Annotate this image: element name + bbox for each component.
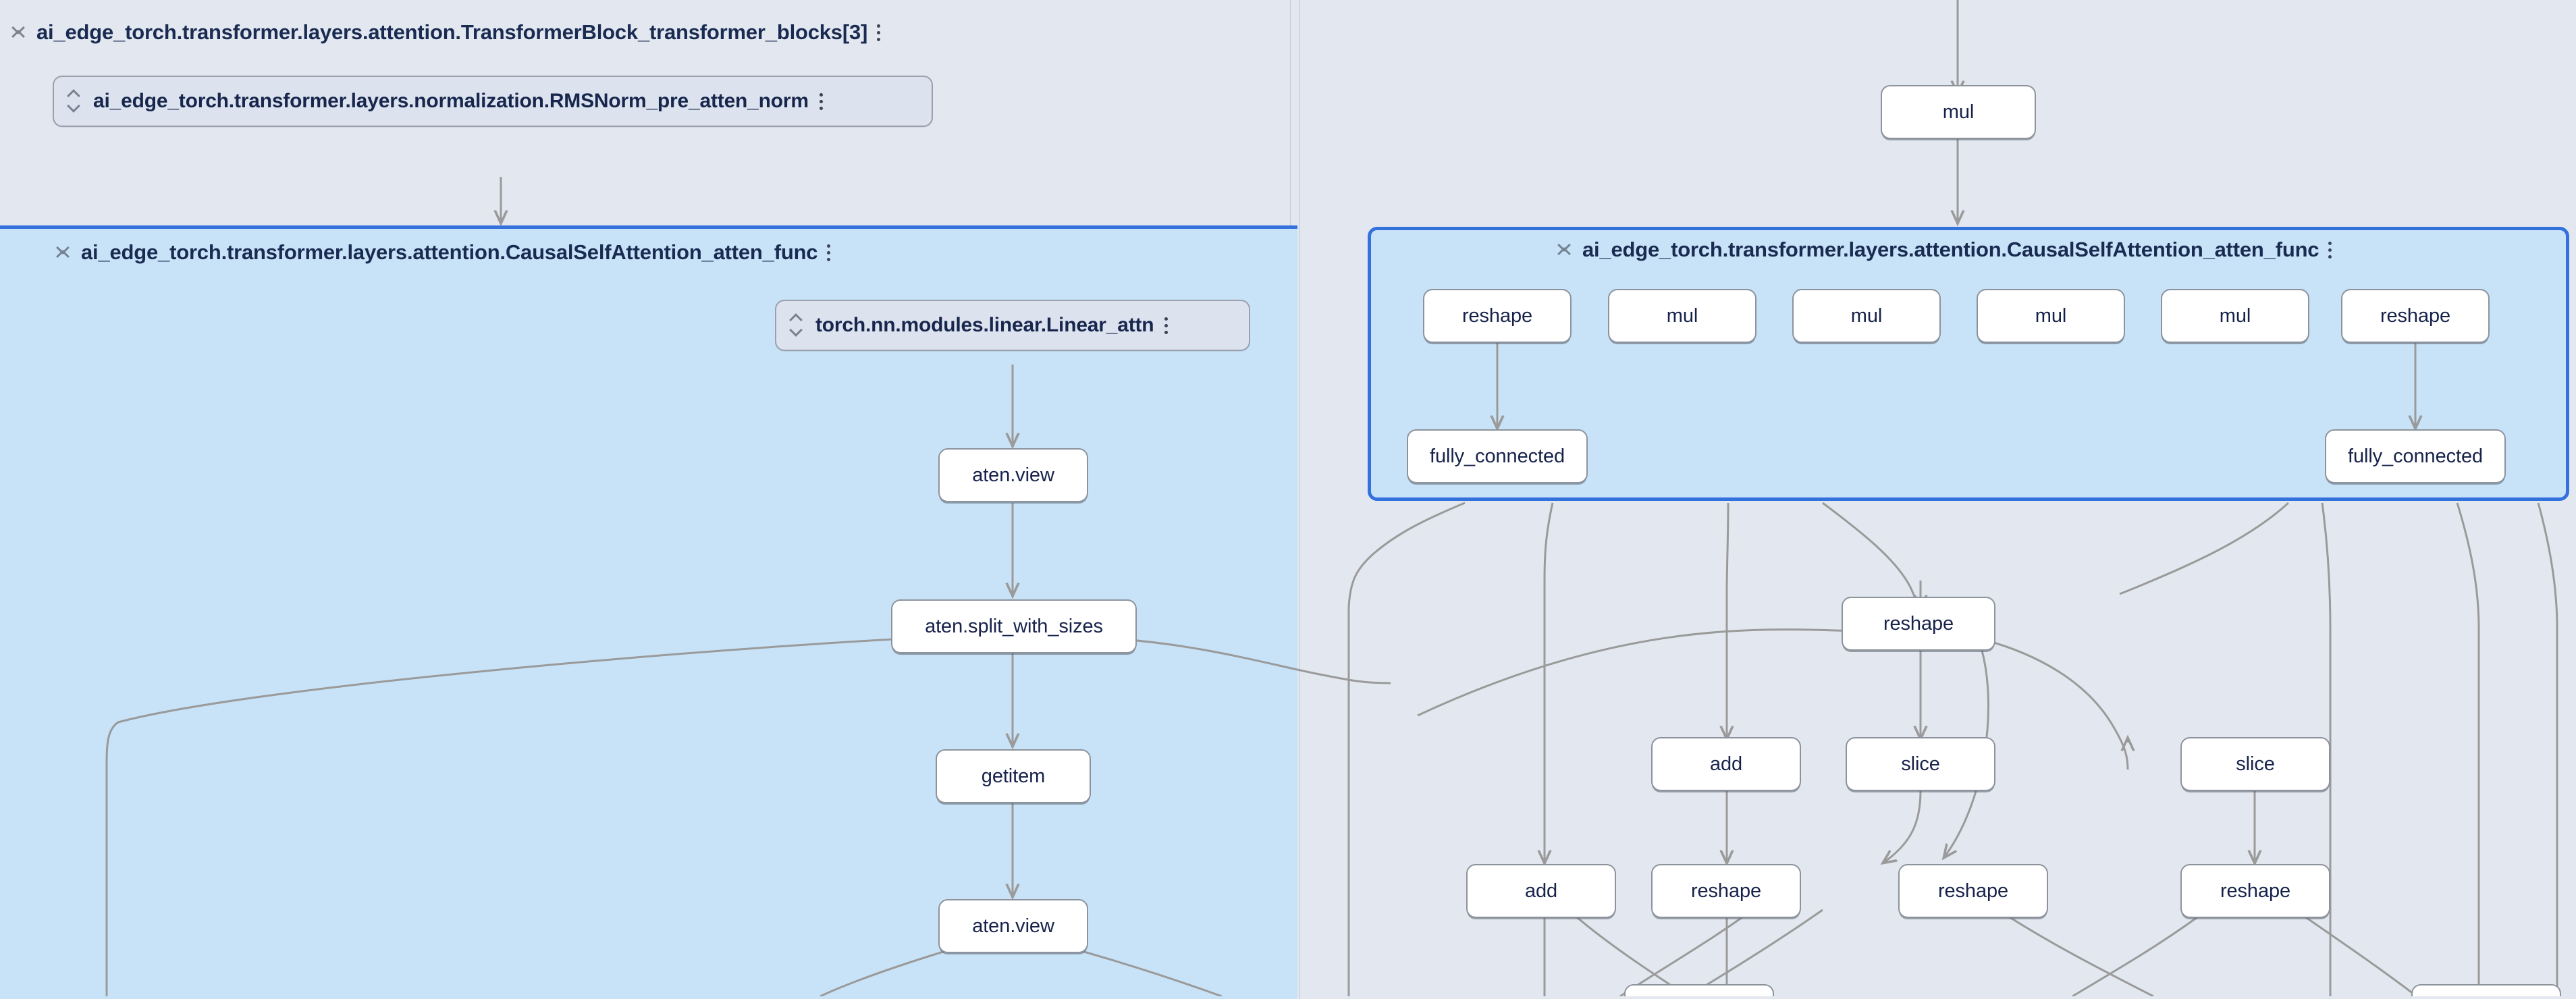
group-header-causal-self-attention-left[interactable]: ai_edge_torch.transformer.layers.attenti… bbox=[57, 240, 834, 265]
op-label: mul bbox=[2219, 304, 2251, 327]
op-label: getitem bbox=[981, 765, 1046, 787]
op-node-reshape[interactable]: reshape bbox=[2180, 864, 2330, 918]
op-label: mul bbox=[1942, 101, 1975, 123]
op-label: fully_connected bbox=[1429, 445, 1565, 467]
op-node-reshape[interactable]: reshape bbox=[2341, 289, 2490, 343]
op-label: mul bbox=[1850, 304, 1883, 327]
collapse-icon[interactable] bbox=[1558, 240, 1573, 260]
more-vertical-icon[interactable] bbox=[819, 90, 826, 112]
module-node-rmsnorm[interactable]: ai_edge_torch.transformer.layers.normali… bbox=[53, 76, 933, 127]
op-label: mul bbox=[2035, 304, 2067, 327]
op-node-add[interactable]: add bbox=[1466, 864, 1616, 918]
op-label: aten.view bbox=[972, 915, 1054, 937]
op-label: reshape bbox=[1461, 304, 1533, 327]
op-node-mul[interactable]: mul bbox=[2161, 289, 2309, 343]
op-node-slice[interactable]: slice bbox=[2180, 737, 2330, 791]
expand-icon[interactable] bbox=[790, 315, 805, 335]
op-node-aten-view[interactable]: aten.view bbox=[938, 448, 1088, 502]
op-label: reshape bbox=[2380, 304, 2451, 327]
op-label: reshape bbox=[2220, 880, 2291, 902]
group-label-transformer-block: ai_edge_torch.transformer.layers.attenti… bbox=[36, 20, 868, 44]
op-node-add[interactable]: add bbox=[1651, 737, 1801, 791]
op-node-reshape[interactable]: reshape bbox=[1423, 289, 1572, 343]
op-label: aten.view bbox=[972, 464, 1054, 486]
op-node-mul[interactable]: mul bbox=[1792, 289, 1941, 343]
op-node-aten-split-with-sizes[interactable]: aten.split_with_sizes bbox=[891, 599, 1137, 653]
collapse-icon[interactable] bbox=[57, 242, 72, 263]
op-node-fully-connected[interactable]: fully_connected bbox=[2325, 429, 2506, 483]
group-header-transformer-block[interactable]: ai_edge_torch.transformer.layers.attenti… bbox=[12, 20, 884, 45]
more-vertical-icon[interactable] bbox=[2328, 239, 2335, 261]
op-node-reshape[interactable]: reshape bbox=[1842, 597, 1995, 651]
more-vertical-icon[interactable] bbox=[1164, 315, 1171, 336]
op-node-aten-view[interactable]: aten.view bbox=[938, 899, 1088, 953]
group-header-causal-self-attention-right[interactable]: ai_edge_torch.transformer.layers.attenti… bbox=[1558, 238, 2335, 262]
op-node-reshape[interactable]: reshape bbox=[1651, 864, 1801, 918]
group-label-causal-self-attention-right: ai_edge_torch.transformer.layers.attenti… bbox=[1582, 238, 2319, 261]
op-node-partial[interactable] bbox=[2411, 984, 2561, 996]
op-node-reshape[interactable]: reshape bbox=[1898, 864, 2048, 918]
module-node-linear-attn[interactable]: torch.nn.modules.linear.Linear_attn bbox=[775, 300, 1250, 351]
module-label-rmsnorm: ai_edge_torch.transformer.layers.normali… bbox=[93, 90, 809, 112]
op-label: reshape bbox=[1883, 612, 1954, 634]
more-vertical-icon[interactable] bbox=[877, 22, 884, 43]
op-label: reshape bbox=[1937, 880, 2009, 902]
op-node-mul[interactable]: mul bbox=[1608, 289, 1756, 343]
expand-icon[interactable] bbox=[68, 91, 82, 111]
op-label: mul bbox=[1666, 304, 1698, 327]
op-node-mul[interactable]: mul bbox=[1881, 85, 2036, 139]
op-label: aten.split_with_sizes bbox=[925, 615, 1103, 637]
op-node-mul[interactable]: mul bbox=[1977, 289, 2125, 343]
op-label: add bbox=[1709, 753, 1743, 775]
op-node-fully-connected[interactable]: fully_connected bbox=[1407, 429, 1588, 483]
op-label: add bbox=[1524, 880, 1558, 902]
collapse-icon[interactable] bbox=[12, 22, 27, 43]
module-label-linear-attn: torch.nn.modules.linear.Linear_attn bbox=[815, 314, 1154, 336]
op-node-slice[interactable]: slice bbox=[1846, 737, 1995, 791]
op-node-getitem[interactable]: getitem bbox=[936, 749, 1091, 803]
op-label: slice bbox=[2236, 753, 2275, 775]
op-label: slice bbox=[1901, 753, 1940, 775]
group-label-causal-self-attention-left: ai_edge_torch.transformer.layers.attenti… bbox=[81, 240, 818, 264]
op-label: fully_connected bbox=[2347, 445, 2484, 467]
more-vertical-icon[interactable] bbox=[827, 242, 834, 263]
op-node-partial[interactable] bbox=[1624, 984, 1774, 996]
op-label: reshape bbox=[1690, 880, 1762, 902]
